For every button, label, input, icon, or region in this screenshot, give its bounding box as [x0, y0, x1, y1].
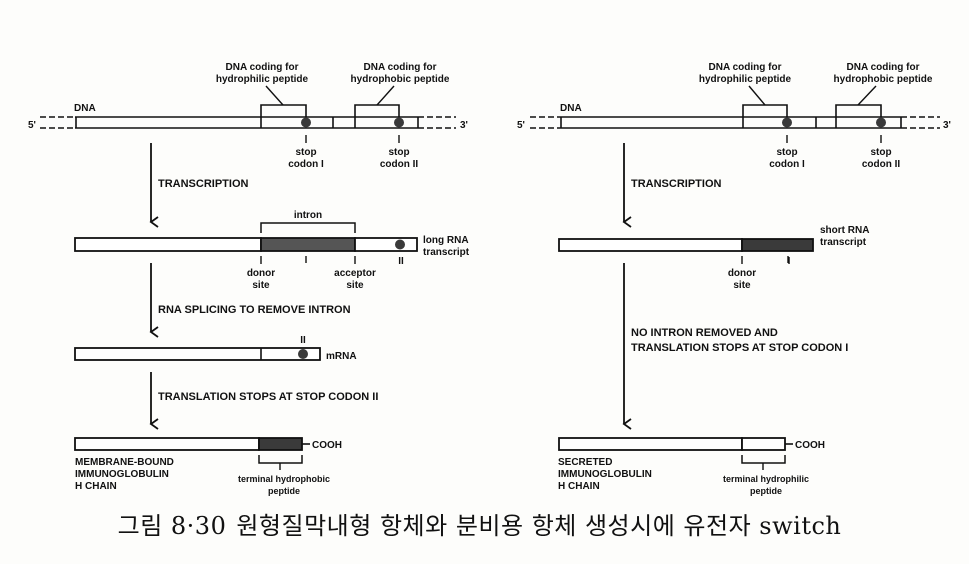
protein-name-3: H CHAIN: [558, 481, 600, 492]
short-rna-label-2: transcript: [820, 237, 867, 248]
hydrophilic-coding-label-2: hydrophilic peptide: [699, 74, 792, 85]
caption-text: 원형질막내형 항체와 분비용 항체 생성시에 유전자 switch: [236, 512, 842, 540]
short-rna-label-1: short RNA: [820, 225, 869, 236]
stop-codon-2-label-1: stop: [870, 147, 891, 158]
mrna: II mRNA: [74, 335, 357, 362]
stop-codon-1-dot: [782, 117, 792, 128]
hydrophilic-bracket: [742, 104, 788, 117]
hydrophobic-coding-label-2: hydrophobic peptide: [351, 74, 450, 85]
dna-label: DNA: [560, 103, 582, 114]
hydrophilic-peptide-segment: [741, 437, 786, 451]
bracket-leader: [376, 85, 395, 106]
hydrophobic-coding-label-2: hydrophobic peptide: [834, 74, 933, 85]
five-prime-label: 5': [517, 120, 525, 131]
peptide-label-1: terminal hydrophobic: [238, 474, 330, 484]
transcription-step-label: TRANSCRIPTION: [631, 178, 722, 190]
unspliced-segment: [741, 238, 814, 252]
marker-i-label: I: [788, 256, 791, 267]
protein-name-1: SECRETED: [558, 457, 612, 468]
hydrophilic-coding-label-1: DNA coding for: [226, 62, 299, 73]
long-rna-label-1: long RNA: [423, 235, 469, 246]
dna-segment-dividers: [560, 117, 902, 128]
hydrophobic-peptide-segment: [258, 437, 303, 451]
acceptor-site-label-1: acceptor: [334, 268, 376, 279]
transcription-step-label: TRANSCRIPTION: [158, 178, 249, 190]
cooh-label: COOH: [312, 440, 342, 451]
secreted-h-chain: COOH SECRETED IMMUNOGLOBULIN H CHAIN ter…: [558, 437, 825, 496]
hydrophobic-coding-label-1: DNA coding for: [364, 62, 437, 73]
mrna-marker-ii: II: [300, 335, 306, 346]
mrna-label: mRNA: [326, 351, 357, 362]
donor-site-label-1: donor: [728, 268, 756, 279]
hydrophilic-coding-label-1: DNA coding for: [709, 62, 782, 73]
cooh-label: COOH: [795, 440, 825, 451]
intron-bracket: [260, 222, 356, 233]
peptide-label-1: terminal hydrophilic: [723, 474, 809, 484]
stop-codon-1-label-2: codon I: [288, 159, 324, 170]
stop-codon-1-dot: [301, 117, 311, 128]
three-prime-label: 3': [460, 120, 468, 131]
protein-name-1: MEMBRANE-BOUND: [75, 457, 174, 468]
stop-codon-2-label-2: codon II: [862, 159, 901, 170]
figure-number: 그림 8·30: [117, 512, 227, 540]
protein-name-3: H CHAIN: [75, 481, 117, 492]
splicing-step-label: RNA SPLICING TO REMOVE INTRON: [158, 304, 351, 316]
stop-codon-2-label-1: stop: [388, 147, 409, 158]
five-prime-label: 5': [28, 120, 36, 131]
marker-ii-label: II: [398, 256, 404, 267]
stop-codon-1-label-1: stop: [295, 147, 316, 158]
intron-label: intron: [294, 210, 322, 221]
donor-site-label-2: site: [252, 280, 270, 291]
left-panel: DNA 5' 3': [28, 62, 470, 496]
hydrophilic-coding-label-2: hydrophilic peptide: [216, 74, 309, 85]
long-rna-label-2: transcript: [423, 247, 470, 258]
hydrophobic-bracket: [835, 104, 882, 117]
peptide-label-2: peptide: [268, 486, 300, 496]
long-rna-transcript: intron II donor site acceptor site long …: [74, 210, 470, 291]
stop-codon-2-dot: [298, 349, 308, 359]
no-intron-step-label-1: NO INTRON REMOVED AND: [631, 327, 778, 339]
bracket-leader: [265, 85, 284, 106]
right-panel: DNA 5' 3' DNA coding for hydrophi: [517, 62, 951, 496]
figure-caption: 그림 8·30 원형질막내형 항체와 분비용 항체 생성시에 유전자 switch: [0, 506, 969, 541]
peptide-label-2: peptide: [750, 486, 782, 496]
left-dna: DNA 5' 3': [28, 62, 468, 170]
acceptor-site-label-2: site: [346, 280, 364, 291]
membrane-bound-h-chain: COOH MEMBRANE-BOUND IMMUNOGLOBULIN H CHA…: [74, 437, 342, 496]
stop-codon-2-dot: [876, 117, 886, 128]
hydrophobic-bracket: [354, 104, 400, 117]
no-intron-step-label-2: TRANSLATION STOPS AT STOP CODON I: [631, 342, 848, 354]
three-prime-label: 3': [943, 120, 951, 131]
stop-codon-2-label-2: codon II: [380, 159, 419, 170]
donor-site-label-2: site: [733, 280, 751, 291]
right-dna: DNA 5' 3' DNA coding for hydrophi: [517, 62, 951, 170]
stop-codon-2-dot: [394, 117, 404, 128]
stop-codon-2-dot: [395, 239, 405, 250]
dna-segment-dividers: [75, 117, 419, 128]
donor-site-label-1: donor: [247, 268, 275, 279]
protein-name-2: IMMUNOGLOBULIN: [558, 469, 652, 480]
short-rna-transcript: I donor site short RNA transcript: [558, 225, 869, 291]
intron-segment: [260, 237, 356, 252]
protein-name-2: IMMUNOGLOBULIN: [75, 469, 169, 480]
peptide-bracket: [741, 455, 786, 464]
stop-codon-1-label-1: stop: [776, 147, 797, 158]
hydrophilic-bracket: [260, 104, 307, 117]
translation-step-label: TRANSLATION STOPS AT STOP CODON II: [158, 391, 378, 403]
hydrophobic-coding-label-1: DNA coding for: [847, 62, 920, 73]
stop-codon-1-label-2: codon I: [769, 159, 805, 170]
dna-label: DNA: [74, 103, 96, 114]
peptide-bracket: [258, 455, 303, 464]
